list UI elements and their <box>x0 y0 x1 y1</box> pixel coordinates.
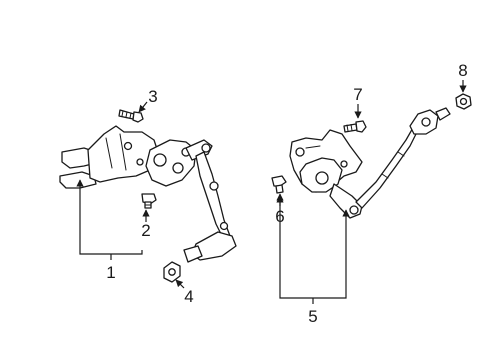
callout-7: 7 <box>353 85 362 104</box>
nut-part-4 <box>163 261 181 283</box>
left-height-sensor-assembly <box>59 125 237 263</box>
nut-part-8 <box>455 93 472 110</box>
callout-1: 1 <box>106 263 115 282</box>
bolt-part-3 <box>118 109 144 123</box>
callout-5: 5 <box>308 307 317 326</box>
callout-6: 6 <box>275 207 284 226</box>
bolt-part-2 <box>141 193 157 209</box>
leader-lines <box>76 80 467 304</box>
callout-4: 4 <box>184 287 193 306</box>
bolt-part-6 <box>271 175 287 194</box>
callout-8: 8 <box>458 61 467 80</box>
callout-3: 3 <box>148 87 157 106</box>
bolt-part-7 <box>343 120 367 133</box>
callout-2: 2 <box>141 221 150 240</box>
right-height-sensor-assembly <box>289 107 451 219</box>
